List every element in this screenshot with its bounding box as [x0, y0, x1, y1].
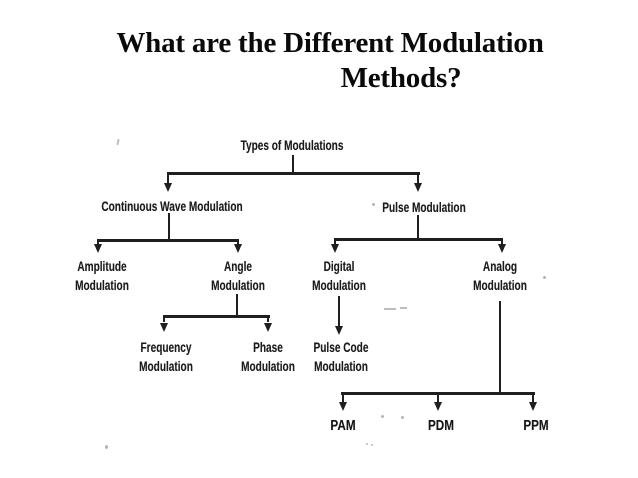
connector-root-stem	[292, 155, 294, 174]
connector-cwm-stem	[168, 213, 170, 241]
connector-cwm-left-drop	[97, 241, 99, 245]
node-pdm: PDM	[428, 417, 454, 435]
node-pulse-code-modulation-line1: Pulse Code	[313, 339, 369, 355]
scan-artifact	[400, 307, 407, 309]
scan-artifact	[371, 444, 373, 446]
scan-artifact	[384, 308, 396, 310]
node-amplitude-modulation: Amplitude Modulation	[75, 257, 129, 295]
arrow-down-icon	[434, 402, 442, 411]
connector-pulse-stem	[417, 215, 419, 241]
connector-analog-bar	[341, 392, 535, 395]
arrow-down-icon	[264, 323, 272, 332]
connector-ppm-drop	[532, 394, 534, 402]
connector-root-bar	[167, 172, 420, 175]
arrow-down-icon	[94, 244, 102, 253]
scan-artifact	[372, 203, 375, 206]
arrow-down-icon	[529, 402, 537, 411]
node-ppm: PPM	[523, 417, 548, 435]
node-angle-modulation-line2: Modulation	[211, 277, 265, 293]
arrow-down-icon	[331, 244, 339, 253]
node-types-of-modulations-label: Types of Modulations	[240, 137, 344, 153]
node-digital-modulation-line1: Digital	[323, 258, 355, 274]
scan-artifact	[543, 276, 546, 279]
node-amplitude-modulation-line2: Modulation	[75, 277, 129, 293]
connector-angle-stem	[236, 294, 238, 317]
node-pulse-code-modulation: Pulse Code Modulation	[314, 338, 369, 376]
connector-analog-stem	[499, 301, 501, 394]
connector-angle-right-drop	[267, 317, 269, 322]
node-phase-modulation-line2: Modulation	[241, 358, 295, 374]
connector-pam-drop	[342, 394, 344, 402]
scan-artifact	[381, 415, 384, 418]
node-frequency-modulation-line1: Frequency	[140, 339, 192, 355]
node-types-of-modulations: Types of Modulations	[241, 136, 344, 155]
node-pam-label: PAM	[330, 417, 356, 434]
scan-artifact	[116, 138, 120, 146]
node-pam: PAM	[330, 417, 355, 435]
arrow-down-icon	[335, 326, 343, 335]
node-continuous-wave-modulation-label: Continuous Wave Modulation	[101, 198, 243, 214]
connector-root-left-drop	[167, 174, 169, 184]
connector-cwm-right-drop	[237, 241, 239, 245]
node-phase-modulation: Phase Modulation	[241, 338, 295, 376]
connector-angle-bar	[163, 315, 270, 318]
scan-artifact	[105, 445, 108, 449]
connector-pulse-bar	[334, 238, 503, 241]
node-analog-modulation: Analog Modulation	[473, 257, 527, 295]
node-angle-modulation: Angle Modulation	[211, 257, 265, 295]
node-frequency-modulation-line2: Modulation	[139, 358, 193, 374]
node-analog-modulation-line2: Modulation	[473, 277, 527, 293]
node-phase-modulation-line1: Phase	[253, 339, 283, 355]
node-ppm-label: PPM	[523, 417, 549, 434]
node-frequency-modulation: Frequency Modulation	[139, 338, 193, 376]
node-pulse-modulation-label: Pulse Modulation	[382, 199, 466, 215]
scan-artifact	[401, 416, 404, 419]
connector-pulse-right-drop	[501, 240, 503, 244]
connector-pdm-drop	[437, 394, 439, 402]
arrow-down-icon	[160, 323, 168, 332]
arrow-down-icon	[164, 183, 172, 192]
slide-title-line-1: What are the Different Modulation	[116, 27, 544, 59]
connector-digital-stem	[338, 296, 340, 327]
connector-root-right-drop	[417, 174, 419, 184]
node-pulse-code-modulation-line2: Modulation	[314, 358, 368, 374]
node-pdm-label: PDM	[427, 417, 455, 434]
node-pulse-modulation: Pulse Modulation	[382, 198, 465, 217]
slide-title-line-2: Methods?	[340, 62, 462, 94]
connector-cwm-bar	[97, 239, 239, 242]
connector-angle-left-drop	[163, 317, 165, 322]
node-digital-modulation: Digital Modulation	[312, 257, 366, 295]
arrow-down-icon	[234, 244, 242, 253]
scan-artifact	[366, 443, 368, 445]
node-continuous-wave-modulation: Continuous Wave Modulation	[101, 197, 242, 216]
node-angle-modulation-line1: Angle	[223, 258, 252, 274]
node-amplitude-modulation-line1: Amplitude	[77, 258, 127, 274]
arrow-down-icon	[498, 244, 506, 253]
connector-pulse-left-drop	[334, 240, 336, 244]
node-digital-modulation-line2: Modulation	[312, 277, 366, 293]
node-analog-modulation-line1: Analog	[482, 258, 518, 274]
arrow-down-icon	[339, 402, 347, 411]
arrow-down-icon	[414, 183, 422, 192]
